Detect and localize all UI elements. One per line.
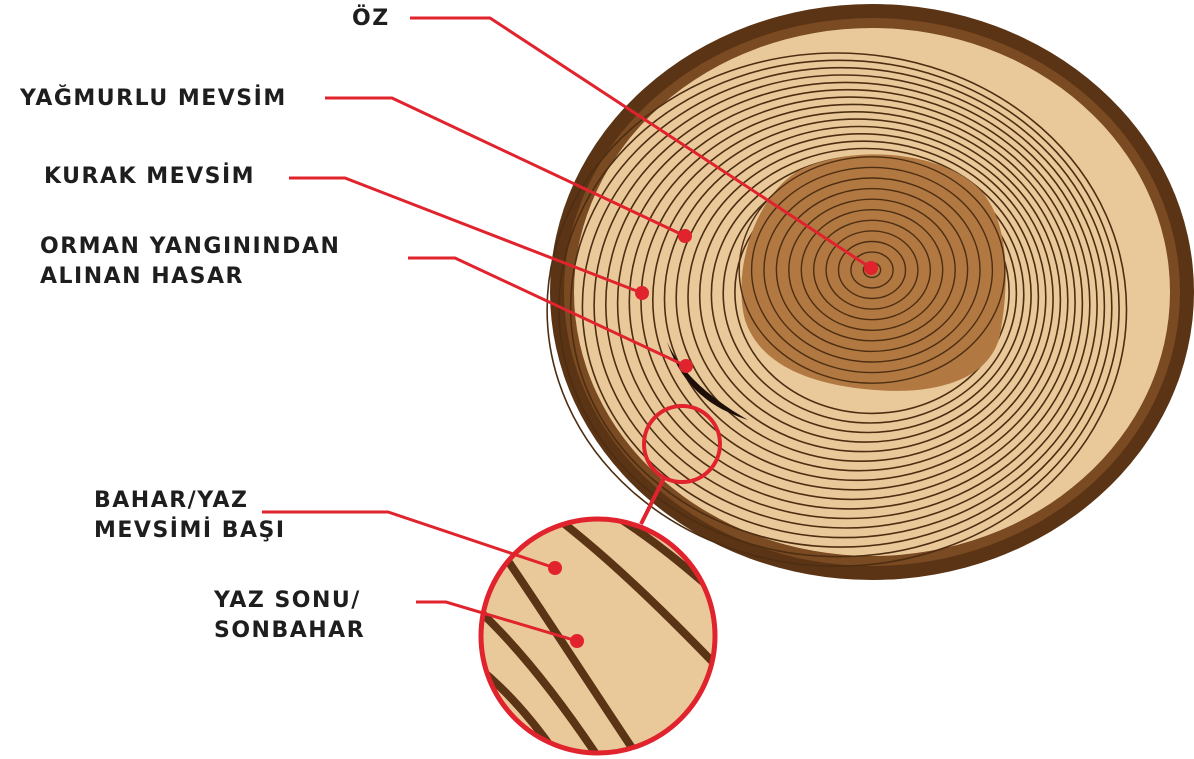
label-bahar-yaz-line2: MEVSİMİ BAŞI — [94, 516, 286, 546]
label-oz-text: ÖZ — [352, 4, 390, 34]
label-kurak-mevsim-text: KURAK MEVSİM — [44, 162, 255, 192]
pointer-dot-yazsonu — [570, 634, 584, 648]
pointer-dot-yagmurlu — [678, 229, 692, 243]
label-yaz-sonu-line2: SONBAHAR — [214, 616, 365, 646]
pointer-dot-kurak — [635, 286, 649, 300]
label-oz: ÖZ — [352, 4, 390, 34]
label-kurak-mevsim: KURAK MEVSİM — [44, 162, 255, 192]
label-yagmurlu-mevsim-text: YAĞMURLU MEVSİM — [20, 84, 287, 114]
pointer-dot-oz — [864, 261, 878, 275]
label-orman-yangini: ORMAN YANGININDAN ALINAN HASAR — [40, 232, 340, 292]
pointer-dot-orman — [679, 359, 693, 373]
label-bahar-yaz: BAHAR/YAZ MEVSİMİ BAŞI — [94, 486, 286, 546]
label-bahar-yaz-line1: BAHAR/YAZ — [94, 486, 286, 516]
pointer-dot-bahar — [548, 561, 562, 575]
label-orman-yangini-line1: ORMAN YANGININDAN — [40, 232, 340, 262]
label-orman-yangini-line2: ALINAN HASAR — [40, 262, 340, 292]
label-yaz-sonu: YAZ SONU/ SONBAHAR — [214, 586, 365, 646]
label-yaz-sonu-line1: YAZ SONU/ — [214, 586, 365, 616]
label-yagmurlu-mevsim: YAĞMURLU MEVSİM — [20, 84, 287, 114]
